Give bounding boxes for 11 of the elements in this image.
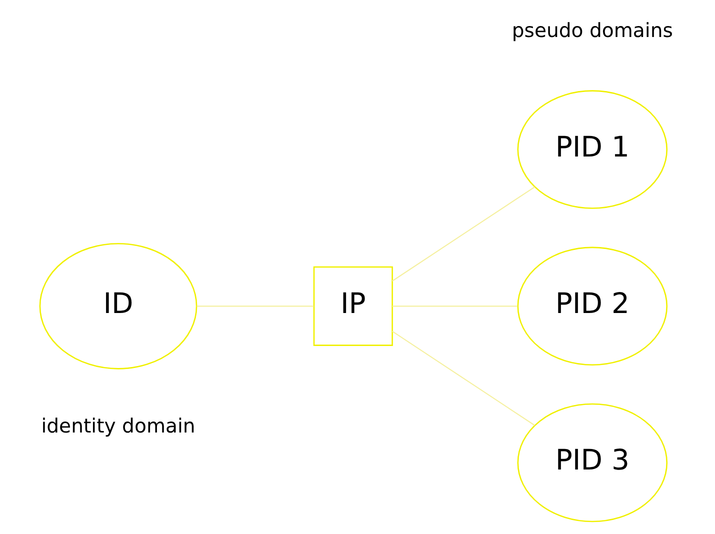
- connector: [392, 330, 536, 426]
- node-ellipse: PID 3: [517, 403, 668, 522]
- node-ellipse: ID: [39, 242, 198, 370]
- connector: [392, 186, 536, 282]
- label: identity domain: [41, 414, 196, 438]
- label: pseudo domains: [512, 18, 673, 42]
- node-ellipse: PID 2: [517, 246, 668, 366]
- connector: [196, 306, 314, 307]
- node-box: IP: [313, 266, 393, 346]
- connector: [392, 306, 518, 307]
- node-ellipse: PID 1: [517, 90, 668, 209]
